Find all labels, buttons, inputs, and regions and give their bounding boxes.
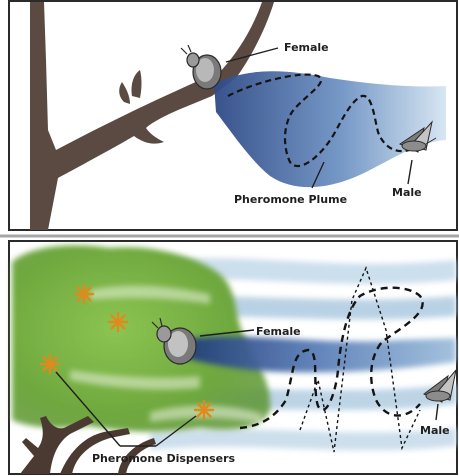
bottom-panel: Female Male Pheromone Dispensers — [9, 241, 457, 474]
female-label: Female — [284, 41, 329, 54]
asterisk-icon — [109, 313, 127, 331]
top-panel: Female Male Pheromone Plume — [9, 1, 457, 230]
male-label: Male — [420, 424, 450, 437]
asterisk-icon — [195, 401, 213, 419]
asterisk-icon — [75, 285, 93, 303]
asterisk-icon — [41, 355, 59, 373]
male-label: Male — [392, 186, 422, 199]
dispensers-label: Pheromone Dispensers — [92, 452, 236, 465]
female-label: Female — [256, 325, 301, 338]
plume-label: Pheromone Plume — [234, 193, 347, 206]
